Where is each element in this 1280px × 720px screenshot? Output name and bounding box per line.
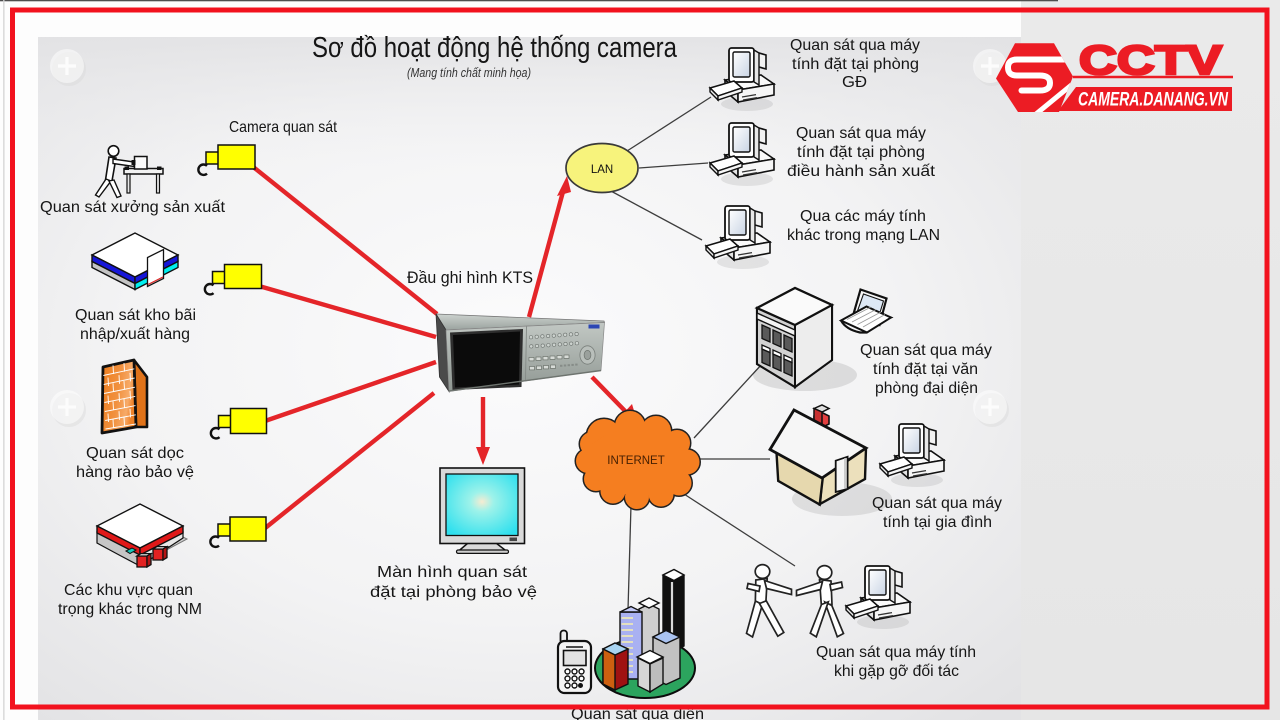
svg-text:Đầu ghi hình KTS: Đầu ghi hình KTS — [407, 268, 533, 287]
svg-text:điều hành sản xuất: điều hành sản xuất — [787, 163, 936, 180]
svg-text:(Mang tính chất minh họa): (Mang tính chất minh họa) — [407, 65, 531, 80]
svg-text:CAMERA.DANANG.VN: CAMERA.DANANG.VN — [1078, 90, 1229, 111]
svg-text:tính đặt tại phòng: tính đặt tại phòng — [792, 56, 919, 73]
svg-text:hàng rào bảo vệ: hàng rào bảo vệ — [76, 464, 194, 481]
svg-text:Màn hình quan sát: Màn hình quan sát — [377, 564, 528, 581]
svg-text:Qua các máy tính: Qua các máy tính — [800, 208, 926, 225]
svg-text:khi gặp gỡ đối tác: khi gặp gỡ đối tác — [834, 663, 959, 680]
svg-text:tính đặt tại phòng: tính đặt tại phòng — [797, 144, 925, 161]
svg-text:GĐ: GĐ — [842, 74, 867, 91]
svg-text:Quan sát qua máy: Quan sát qua máy — [796, 125, 926, 142]
svg-text:LAN: LAN — [591, 164, 613, 176]
svg-text:Sơ đồ hoạt động hệ thống camer: Sơ đồ hoạt động hệ thống camera — [312, 32, 678, 64]
svg-text:Quan sát qua máy: Quan sát qua máy — [790, 37, 920, 54]
svg-text:khác trong mạng LAN: khác trong mạng LAN — [787, 227, 940, 244]
svg-text:INTERNET: INTERNET — [607, 455, 665, 467]
svg-text:Camera quan sát: Camera quan sát — [229, 119, 337, 136]
svg-text:tính tại gia đình: tính tại gia đình — [883, 514, 992, 531]
svg-text:trọng khác trong NM: trọng khác trong NM — [58, 601, 202, 618]
svg-text:nhập/xuất hàng: nhập/xuất hàng — [80, 326, 190, 343]
svg-text:Quan sát qua máy: Quan sát qua máy — [860, 342, 992, 359]
svg-text:CCTV: CCTV — [1079, 37, 1223, 83]
svg-text:Quan sát qua máy: Quan sát qua máy — [872, 495, 1002, 512]
svg-text:tính đặt tại văn: tính đặt tại văn — [873, 361, 978, 378]
svg-text:Quan sát xưởng sản xuất: Quan sát xưởng sản xuất — [40, 199, 226, 216]
svg-text:đặt tại phòng bảo vệ: đặt tại phòng bảo vệ — [370, 584, 537, 601]
svg-text:Các khu vực quan: Các khu vực quan — [64, 582, 193, 599]
svg-text:Quan sát dọc: Quan sát dọc — [86, 445, 184, 462]
svg-text:phòng đại diện: phòng đại diện — [875, 380, 978, 397]
svg-text:Quan sát qua máy tính: Quan sát qua máy tính — [816, 644, 976, 661]
svg-text:Quan sát kho bãi: Quan sát kho bãi — [75, 307, 196, 324]
